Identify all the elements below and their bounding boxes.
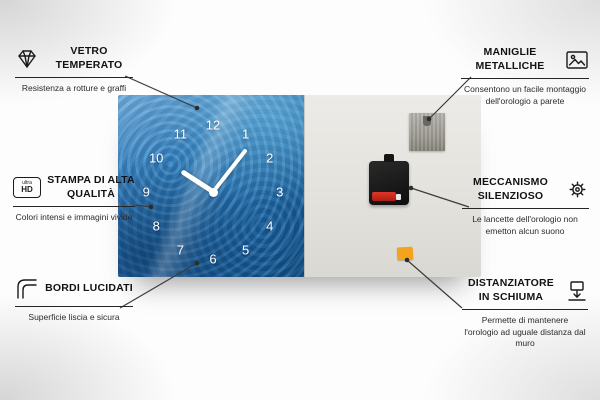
callout-subtitle: Resistenza a rotture e graffi [21,83,127,94]
wall-spacer-icon [566,280,588,302]
callout-title: MANIGLIE METALLICHE [475,46,545,72]
callout-subtitle: Superficie liscia e sicura [28,312,120,322]
callout-subtitle: Permette di mantenere l'orologio ad ugua… [464,315,586,349]
callout-header: BORDI LUCIDATI [15,277,133,307]
callout-title: BORDI LUCIDATI [45,282,133,295]
clock-number: 5 [242,242,250,257]
callout-title: STAMPA DI ALTA QUALITÀ [47,174,135,200]
metal-handle-plate [409,113,445,151]
callout-title: VETRO TEMPERATO [55,45,123,71]
callout-title: DISTANZIATORE IN SCHIUMA [467,277,554,303]
ultra-hd-badge-top: ultra [22,180,32,187]
callout-stampa-alta-qualita: ultra HD STAMPA DI ALTA QUALITÀ Colori i… [10,174,138,224]
callout-header: DISTANZIATORE IN SCHIUMA [462,277,588,311]
polished-edge-icon [15,277,39,301]
clock-back-view [304,95,481,277]
clock-number: 8 [152,218,160,234]
clock-number: 10 [148,150,164,166]
callout-distanziatore-schiuma: DISTANZIATORE IN SCHIUMA Permette di man… [458,277,592,350]
clock-number: 3 [276,184,284,200]
clock-number: 6 [209,251,217,267]
minute-hand [211,148,248,194]
ultra-hd-icon: ultra HD [13,177,41,199]
clock-center-cap [208,187,218,197]
clock-number: 2 [266,150,274,166]
battery [372,192,401,201]
callout-subtitle: Colori intensi e immagini vivide [15,212,133,223]
callout-header: MANIGLIE METALLICHE [461,46,589,80]
callout-title: MECCANISMO SILENZIOSO [473,176,548,202]
picture-frame-icon [565,50,589,70]
callout-subtitle: Consentono un facile montaggio dell'orol… [464,84,586,106]
clock-number: 4 [266,218,274,234]
clock-number: 9 [142,184,150,200]
ultra-hd-badge-bottom: HD [21,185,33,195]
clock-number: 7 [176,242,184,257]
callout-header: VETRO TEMPERATO [15,45,133,79]
clock-number: 1 [242,126,250,142]
clock-mechanism [369,154,409,205]
gear-icon [566,178,589,201]
callout-bordi-lucidati: BORDI LUCIDATI Superficie liscia e sicur… [10,277,138,323]
clock-front-view: 12 1 2 3 4 5 6 7 8 9 10 11 [118,95,304,277]
callout-meccanismo-silenzioso: MECCANISMO SILENZIOSO Le lancette dell'o… [458,176,592,237]
foam-spacer [396,246,414,261]
clock-number: 11 [173,126,188,142]
product-image: 12 1 2 3 4 5 6 7 8 9 10 11 [118,95,481,277]
diamond-icon [15,49,39,69]
clock-number: 12 [205,117,221,133]
callout-vetro-temperato: VETRO TEMPERATO Resistenza a rotture e g… [10,45,138,95]
callout-header: MECCANISMO SILENZIOSO [461,176,589,210]
callout-subtitle: Le lancette dell'orologio non emetton al… [472,214,578,236]
callout-maniglie-metalliche: MANIGLIE METALLICHE Consentono un facile… [458,46,592,107]
callout-header: ultra HD STAMPA DI ALTA QUALITÀ [13,174,135,208]
clock-face: 12 1 2 3 4 5 6 7 8 9 10 11 [142,117,284,267]
